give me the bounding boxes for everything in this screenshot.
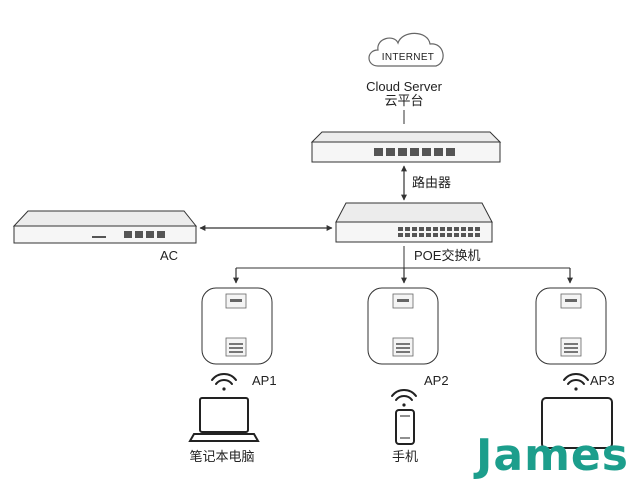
ap1-device: [201, 287, 273, 365]
poe-switch-device: [335, 202, 493, 243]
router-label: 路由器: [412, 175, 452, 190]
cloud-icon: [368, 32, 444, 67]
ap3-device: [535, 287, 607, 365]
laptop-icon: [188, 397, 260, 442]
laptop-label: 笔记本电脑: [189, 449, 255, 464]
poe-switch-label: POE交换机: [414, 248, 481, 263]
ap2-label: AP2: [424, 373, 449, 388]
ac-controller-device: [12, 210, 198, 244]
watermark-text: James: [476, 430, 629, 481]
ap1-label: AP1: [252, 373, 277, 388]
ap2-device: [367, 287, 439, 365]
ap3-label: AP3: [590, 373, 615, 388]
router-device: [310, 131, 502, 163]
tablet-icon: [541, 397, 613, 449]
phone-label: 手机: [391, 449, 419, 464]
cloud-server-label: Cloud Server: [366, 79, 442, 94]
wifi-icon: [563, 373, 589, 391]
cloud-platform-label: 云平台: [384, 93, 424, 108]
ac-label: AC: [160, 248, 179, 263]
wifi-icon: [391, 389, 417, 407]
wifi-icon: [211, 373, 237, 391]
switch-ap-links: [236, 246, 570, 269]
cloud-badge: INTERNET: [381, 52, 435, 63]
phone-icon: [395, 409, 415, 445]
james-watermark: James: [472, 430, 640, 488]
